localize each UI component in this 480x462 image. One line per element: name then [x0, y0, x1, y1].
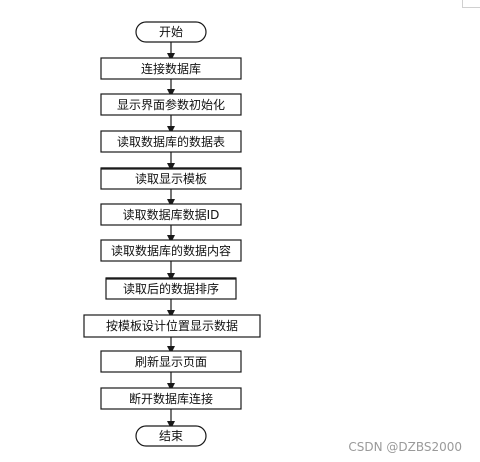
step-6: 读取数据库的数据内容 — [100, 239, 242, 262]
step-2: 显示界面参数初始化 — [100, 93, 242, 116]
step-1-label: 连接数据库 — [141, 61, 201, 76]
step-3-label: 读取数据库的数据表 — [117, 134, 225, 149]
step-8: 按模板设计位置显示数据 — [83, 314, 261, 338]
end-label: 结束 — [159, 429, 183, 443]
corner-frame-line — [462, 0, 480, 8]
step-9: 刷新显示页面 — [100, 350, 242, 373]
step-10: 断开数据库连接 — [100, 387, 242, 410]
step-4-label: 读取显示模板 — [135, 172, 207, 186]
step-2-label: 显示界面参数初始化 — [117, 97, 225, 112]
step-5-label: 读取数据库数据ID — [123, 207, 220, 222]
step-3: 读取数据库的数据表 — [100, 130, 242, 153]
step-6-label: 读取数据库的数据内容 — [111, 243, 231, 258]
step-4: 读取显示模板 — [100, 167, 242, 190]
end-terminal: 结束 — [135, 425, 207, 447]
start-terminal: 开始 — [135, 21, 207, 43]
step-8-label: 按模板设计位置显示数据 — [106, 318, 238, 333]
start-label: 开始 — [159, 25, 183, 39]
step-5: 读取数据库数据ID — [100, 203, 242, 226]
watermark: CSDN @DZBS2000 — [348, 440, 462, 454]
step-9-label: 刷新显示页面 — [135, 354, 207, 369]
step-7-label: 读取后的数据排序 — [123, 281, 219, 296]
step-10-label: 断开数据库连接 — [129, 391, 213, 406]
step-1: 连接数据库 — [100, 57, 242, 80]
step-7: 读取后的数据排序 — [105, 277, 237, 300]
